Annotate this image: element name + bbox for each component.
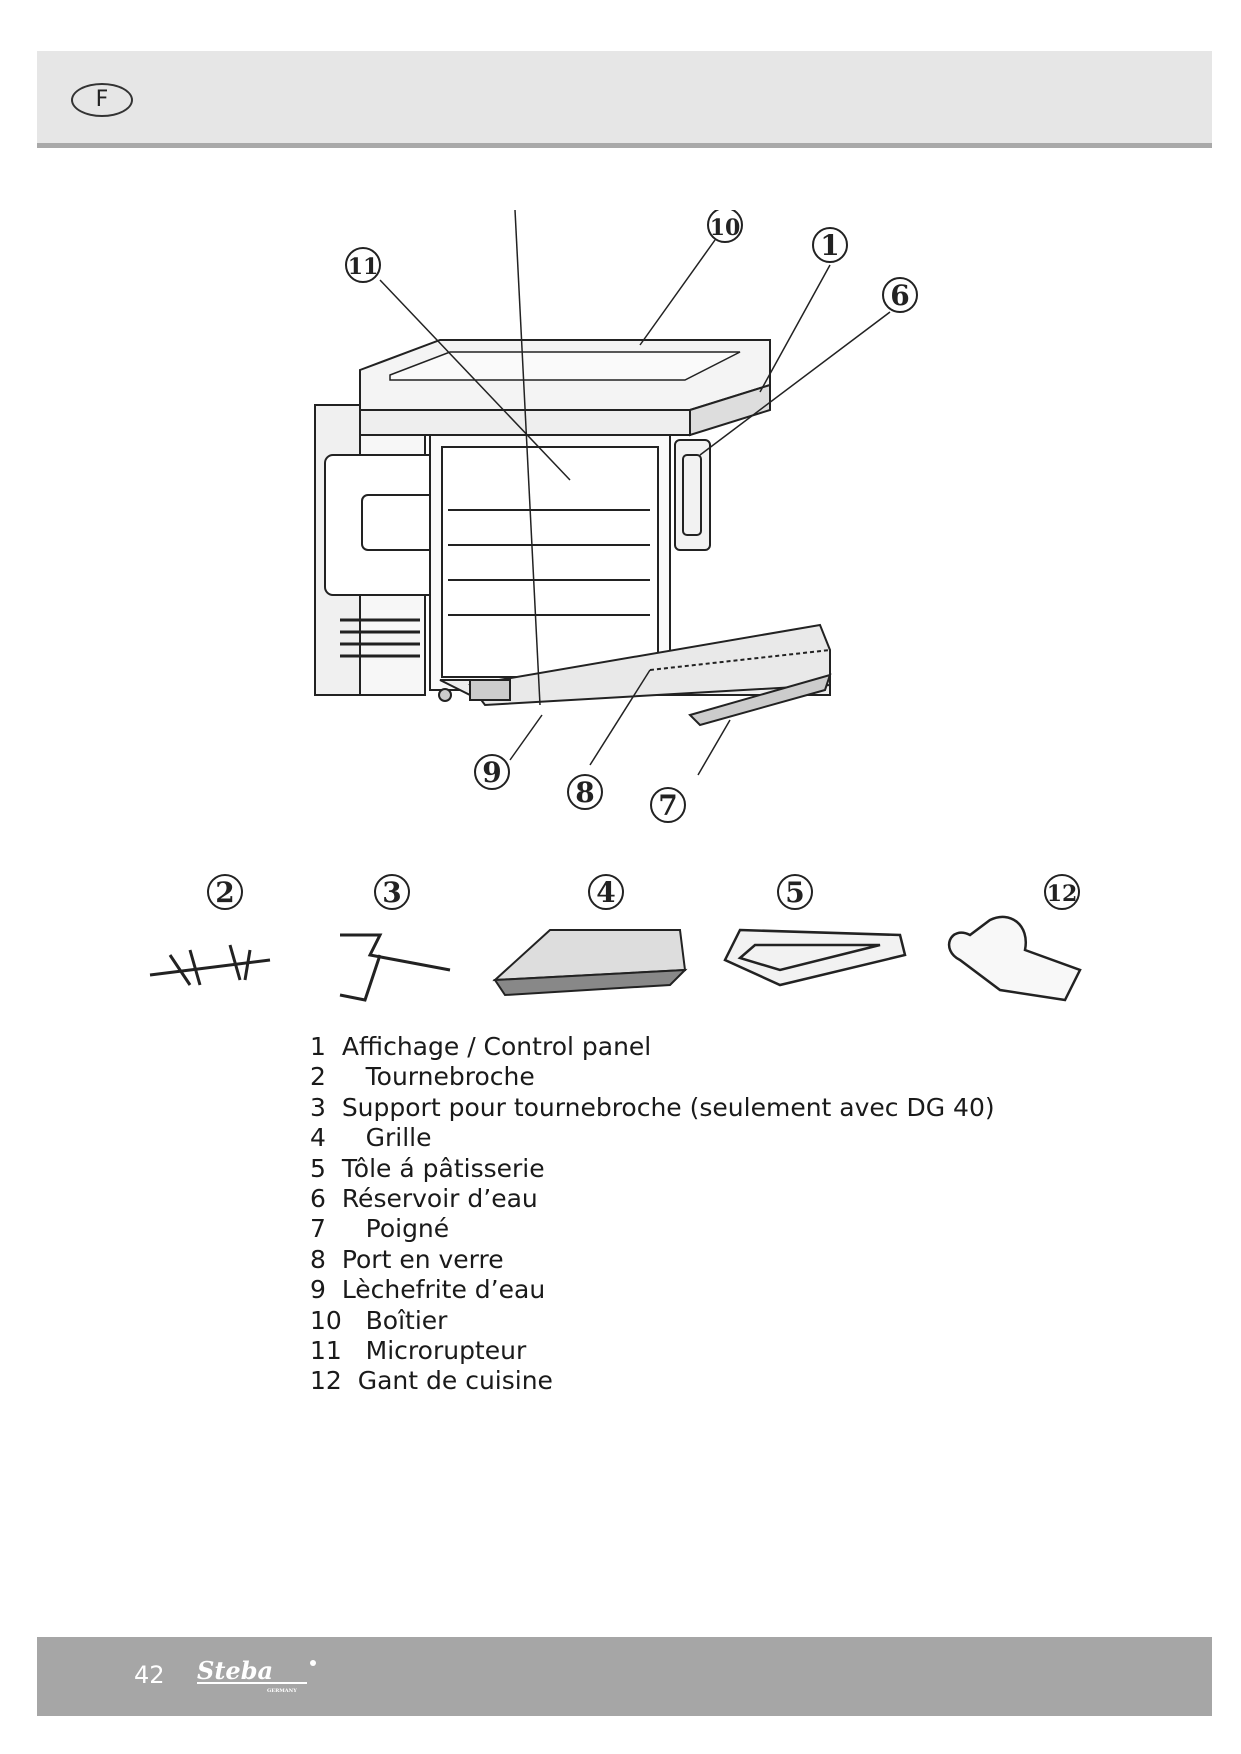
legend-item: 10 Boîtier [310,1305,448,1335]
rotisserie-icon [149,944,271,986]
legend-item: 3 Support pour tournebroche (seulement a… [310,1092,995,1122]
steba-logo: Steba GERMANY [197,1656,316,1694]
parts-legend: 1 Affichage / Control panel 2 Tournebroc… [310,1032,995,1397]
legend-item: 9 Lèchefrite d’eau [310,1275,546,1305]
svg-text:11: 11 [348,254,379,280]
legend-item: 11 Microrupteur [310,1336,527,1366]
svg-text:1: 1 [820,229,839,262]
svg-text:5: 5 [785,876,804,909]
svg-text:4: 4 [596,876,615,909]
svg-text:9: 9 [482,756,501,789]
oven-diagram: 1 10 6 11 9 8 7 2 3 4 5 12 [130,207,1130,1040]
page-header: F [37,51,1212,148]
baking-tray-icon [723,928,907,987]
page-number: 42 [134,1661,165,1689]
svg-text:Steba: Steba [197,1656,273,1685]
oven-mitt-icon [948,915,1082,1002]
svg-text:2: 2 [215,876,234,909]
rotisserie-support-icon [339,933,451,1002]
legend-item: 6 Réservoir d’eau [310,1184,538,1214]
legend-item: 12 Gant de cuisine [310,1366,553,1396]
svg-text:GERMANY: GERMANY [267,1688,297,1694]
legend-item: 7 Poigné [310,1214,450,1244]
legend-item: 4 Grille [310,1123,432,1153]
legend-item: 2 Tournebroche [310,1062,535,1092]
oven-illustration [314,339,832,727]
legend-item: 8 Port en verre [310,1244,504,1274]
page-footer: 42 Steba GERMANY [37,1637,1212,1716]
svg-text:8: 8 [575,776,594,809]
callout-labels: 1 10 6 11 9 8 7 2 3 4 5 12 [207,207,1080,910]
svg-text:7: 7 [658,789,677,822]
svg-text:10: 10 [710,215,741,241]
grill-rack-icon [492,929,688,997]
legend-item: 1 Affichage / Control panel [310,1032,652,1061]
svg-text:12: 12 [1047,881,1078,907]
legend-item: 5 Tôle á pâtisserie [310,1153,545,1183]
svg-text:3: 3 [382,876,401,909]
svg-text:6: 6 [890,279,909,312]
language-badge: F [71,83,133,117]
